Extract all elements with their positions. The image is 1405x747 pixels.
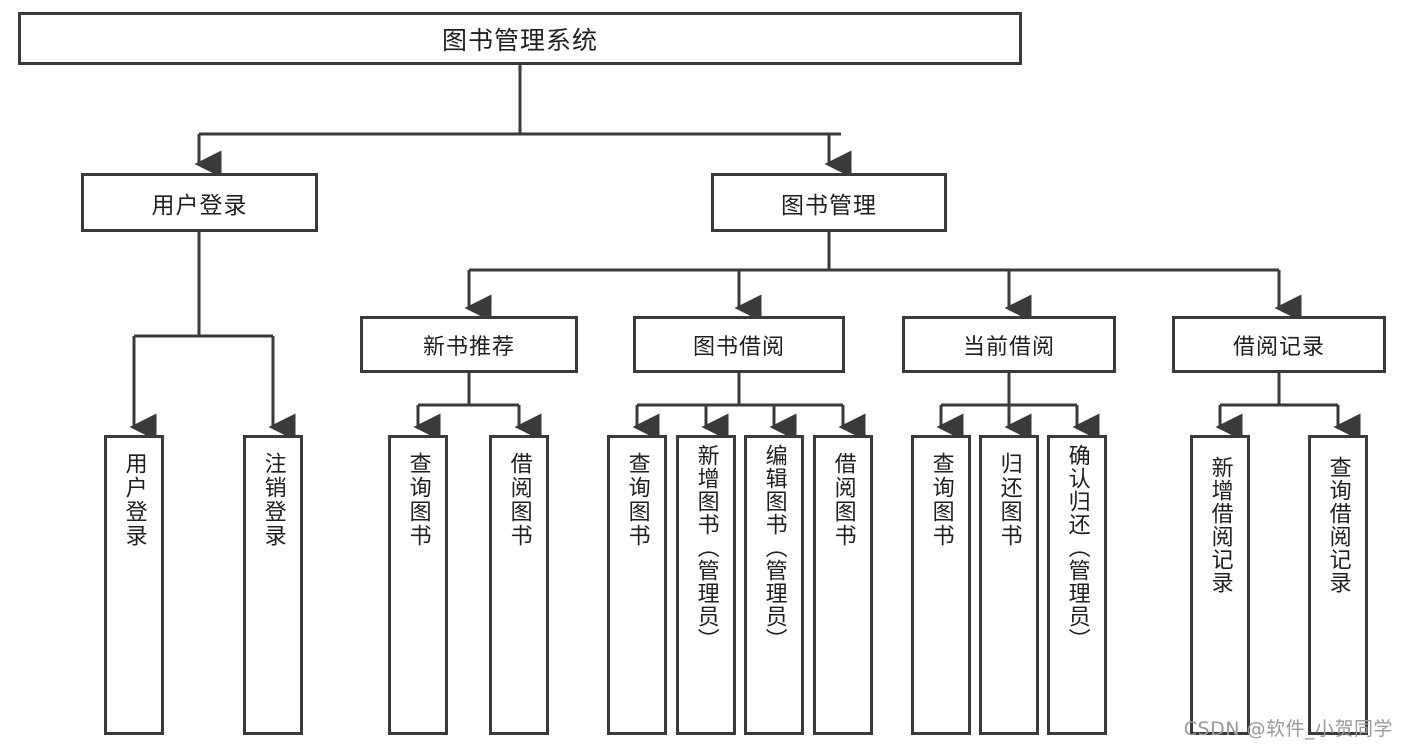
node-label: 归还图书: [996, 452, 1022, 548]
leaf-recommend-borrow-book[interactable]: 借阅图书: [489, 435, 549, 735]
node-current-borrow[interactable]: 当前借阅: [902, 316, 1116, 373]
node-label: 查询图书: [928, 452, 954, 548]
node-new-book-recommend[interactable]: 新书推荐: [360, 316, 578, 373]
leaf-add-borrow-record[interactable]: 新增借阅记录: [1190, 435, 1250, 735]
leaf-borrow-book[interactable]: 借阅图书: [813, 435, 873, 735]
node-label: 用户登录: [151, 192, 248, 219]
node-label: 新增图书（管理员）: [693, 444, 719, 651]
node-label: 新增借阅记录: [1207, 456, 1233, 594]
watermark-text: CSDN @软件_小贺同学: [1183, 718, 1393, 740]
node-label: 查询图书: [405, 452, 431, 548]
leaf-add-book-admin[interactable]: 新增图书（管理员）: [676, 435, 736, 735]
node-book-borrow[interactable]: 图书借阅: [633, 316, 845, 373]
leaf-recommend-query-book[interactable]: 查询图书: [388, 435, 448, 735]
node-label: 查询图书: [624, 452, 650, 548]
node-label: 借阅图书: [506, 452, 532, 548]
leaf-logout[interactable]: 注销登录: [243, 435, 303, 735]
leaf-user-login[interactable]: 用户登录: [104, 435, 164, 735]
node-book-management[interactable]: 图书管理: [711, 173, 947, 232]
leaf-query-borrow-record[interactable]: 查询借阅记录: [1308, 435, 1368, 735]
node-label: 注销登录: [260, 452, 286, 548]
leaf-borrow-query-book[interactable]: 查询图书: [607, 435, 667, 735]
node-label: 借阅图书: [830, 452, 856, 548]
node-user-login[interactable]: 用户登录: [81, 173, 318, 232]
node-label: 图书借阅: [692, 334, 785, 360]
leaf-return-book[interactable]: 归还图书: [979, 435, 1039, 735]
node-root-system[interactable]: 图书管理系统: [18, 12, 1022, 65]
node-label: 确认归还（管理员）: [1064, 444, 1090, 651]
node-label: 新书推荐: [422, 334, 515, 360]
node-borrow-record[interactable]: 借阅记录: [1172, 316, 1386, 373]
node-label: 借阅记录: [1232, 334, 1325, 360]
leaf-current-query-book[interactable]: 查询图书: [911, 435, 971, 735]
node-label: 图书管理系统: [441, 25, 598, 55]
node-label: 用户登录: [121, 452, 147, 548]
node-label: 编辑图书（管理员）: [761, 444, 787, 651]
node-label: 当前借阅: [962, 334, 1055, 360]
leaf-confirm-return-admin[interactable]: 确认归还（管理员）: [1047, 435, 1107, 735]
node-label: 查询借阅记录: [1325, 456, 1351, 594]
leaf-edit-book-admin[interactable]: 编辑图书（管理员）: [744, 435, 804, 735]
node-label: 图书管理: [781, 192, 877, 219]
